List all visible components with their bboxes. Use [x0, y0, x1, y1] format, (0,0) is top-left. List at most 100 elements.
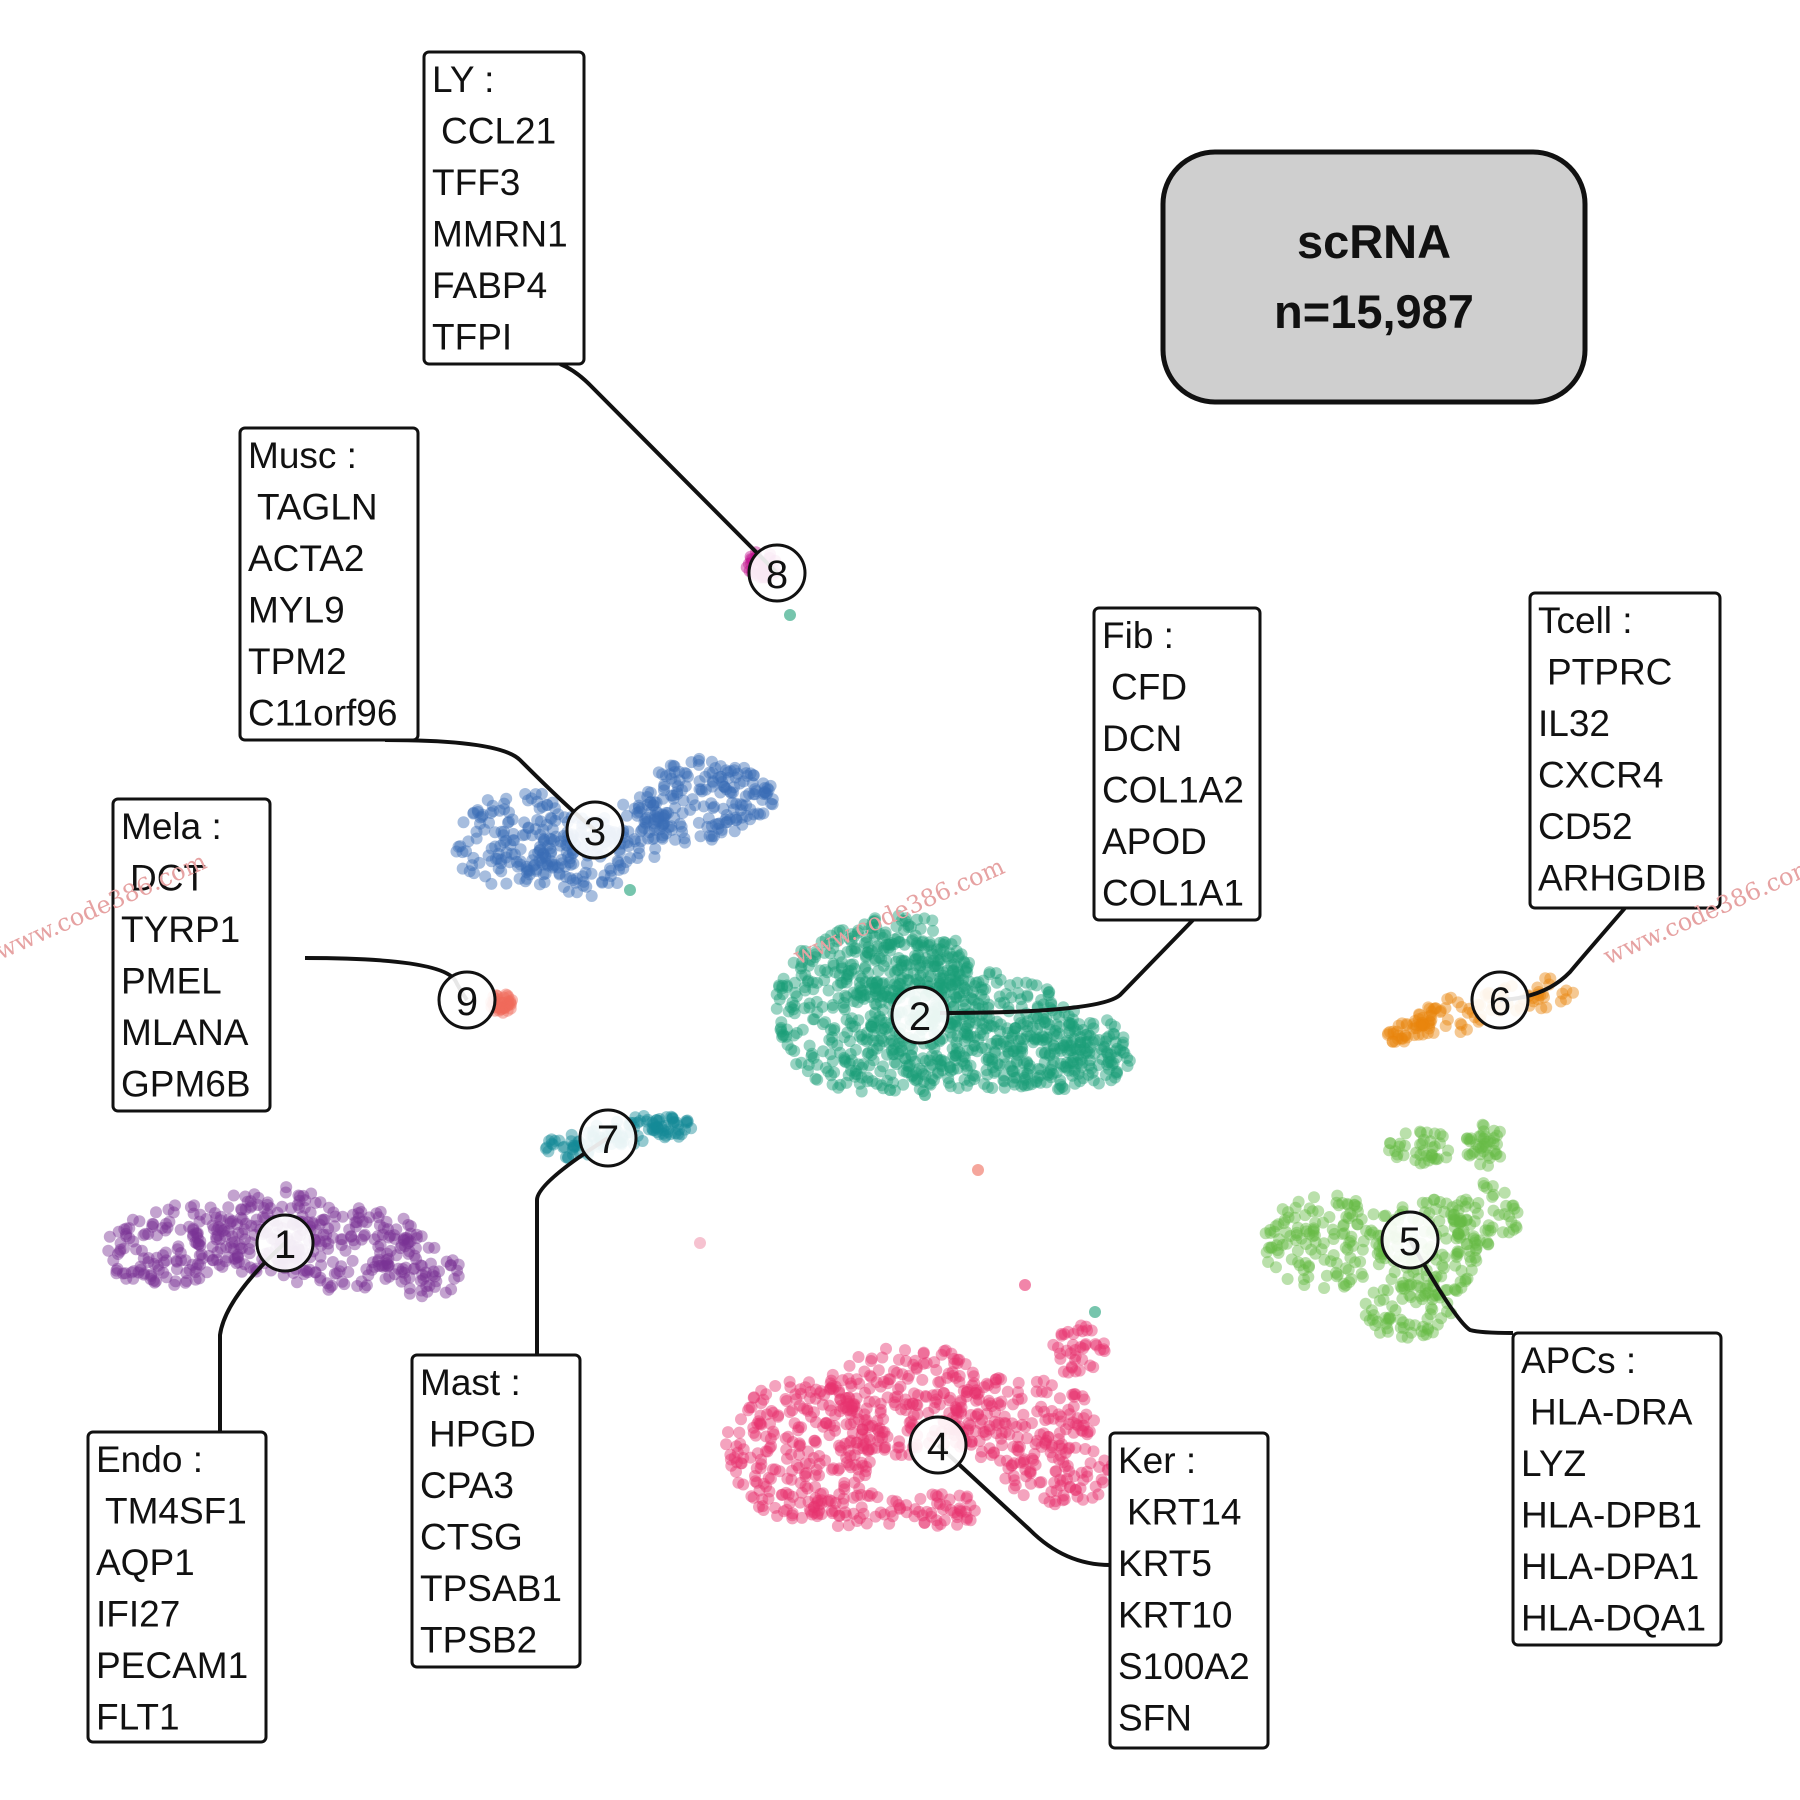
cell-point	[322, 1283, 335, 1296]
svg-text:5: 5	[1399, 1220, 1421, 1264]
cell-point	[880, 938, 893, 951]
cell-point	[130, 1243, 142, 1256]
cell-point	[157, 1249, 169, 1262]
cell-point	[147, 1218, 160, 1231]
cell-point	[210, 1230, 223, 1243]
cell-point	[929, 960, 942, 973]
cell-point	[1062, 1016, 1075, 1029]
cell-point	[152, 1263, 165, 1276]
cell-point	[862, 1046, 875, 1059]
cell-point	[878, 941, 891, 954]
cell-point	[754, 1417, 766, 1430]
cell-point	[937, 1503, 950, 1516]
cell-point	[861, 1026, 874, 1039]
cell-point	[831, 1039, 844, 1052]
cell-point	[831, 926, 844, 939]
cell-point	[892, 935, 905, 948]
cell-point	[184, 1201, 197, 1214]
cell-point	[963, 956, 975, 969]
cell-point	[1367, 1208, 1380, 1221]
cell-point	[961, 1028, 974, 1041]
cell-point	[345, 1230, 357, 1243]
cell-point	[816, 1000, 829, 1013]
cell-point	[964, 991, 977, 1004]
cell-point	[799, 1470, 812, 1483]
cell-point	[148, 1276, 161, 1289]
cell-point	[882, 941, 895, 954]
cell-point	[1007, 1065, 1020, 1078]
cell-point	[942, 1072, 955, 1085]
cell-point	[1011, 1440, 1024, 1453]
cell-point	[901, 973, 914, 986]
cell-point	[818, 974, 831, 987]
cell-point	[999, 1472, 1012, 1485]
cell-point	[774, 1023, 787, 1036]
cell-point	[775, 1025, 788, 1038]
cell-point	[1067, 1416, 1079, 1429]
cell-point	[935, 1060, 948, 1073]
cell-point	[883, 938, 896, 951]
cell-point	[916, 1509, 929, 1522]
cell-point	[147, 1274, 160, 1287]
cell-point	[886, 1048, 899, 1061]
cell-point	[647, 799, 660, 812]
cell-point	[1278, 1214, 1291, 1227]
cell-point	[298, 1268, 310, 1281]
cell-point	[811, 1073, 824, 1086]
cell-point	[740, 767, 753, 780]
cell-point	[942, 952, 955, 965]
cell-point	[867, 1034, 880, 1047]
cell-point	[851, 996, 864, 1009]
cell-point	[444, 1259, 457, 1271]
cell-point	[328, 1267, 341, 1280]
cell-point	[415, 1284, 428, 1297]
cell-point	[994, 1025, 1006, 1038]
marker-gene: KRT5	[1118, 1543, 1212, 1584]
cell-point	[1092, 1059, 1105, 1071]
cell-point	[1046, 1059, 1059, 1072]
cell-point	[371, 1230, 384, 1243]
cell-point	[1037, 1013, 1050, 1025]
cell-point	[894, 1045, 907, 1058]
cell-point	[869, 1510, 882, 1523]
cell-point	[707, 802, 720, 814]
cell-point	[777, 1029, 790, 1042]
cell-point	[770, 1002, 783, 1015]
cell-point	[957, 955, 970, 968]
cell-point	[877, 1035, 890, 1048]
cell-point	[452, 1258, 465, 1271]
cell-point	[419, 1266, 432, 1279]
summary-box: scRNA n=15,987	[1160, 149, 1588, 405]
cell-point	[232, 1256, 245, 1269]
cell-point	[958, 956, 971, 969]
cell-point	[347, 1234, 360, 1247]
cell-point	[134, 1263, 147, 1276]
cell-point	[1005, 991, 1018, 1004]
cell-point	[857, 1058, 870, 1071]
cell-point	[852, 924, 865, 937]
cell-point	[705, 833, 718, 846]
cell-point	[722, 766, 734, 779]
cell-point	[957, 973, 970, 986]
cell-point	[837, 924, 849, 937]
cell-point	[203, 1249, 215, 1262]
cell-point	[799, 1381, 812, 1394]
cell-point	[839, 1506, 852, 1519]
marker-gene: KRT10	[1118, 1595, 1233, 1636]
cell-point	[883, 1517, 896, 1530]
cell-point	[1031, 1022, 1044, 1035]
cell-point	[873, 983, 886, 996]
cell-point	[894, 973, 907, 986]
cell-point	[1056, 1081, 1069, 1093]
cell-point	[1042, 989, 1055, 1002]
cell-point	[949, 1054, 962, 1067]
cell-point	[422, 1241, 435, 1254]
cell-point	[239, 1233, 251, 1246]
cell-point	[909, 1354, 922, 1367]
cell-point	[910, 939, 923, 952]
cell-point	[917, 1076, 930, 1088]
cell-point	[355, 1233, 368, 1246]
cell-point	[934, 978, 947, 990]
cell-point	[1059, 1460, 1071, 1473]
